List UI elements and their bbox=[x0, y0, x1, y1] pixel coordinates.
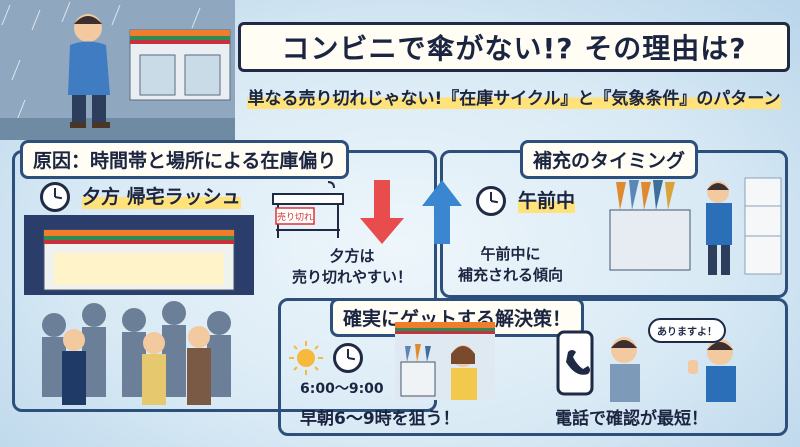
clock-icon bbox=[476, 186, 506, 216]
up-arrow-icon bbox=[422, 180, 462, 248]
title-banner: コンビニで傘がない!? その理由は? bbox=[238, 22, 790, 72]
sun-icon bbox=[288, 340, 324, 380]
sell-out-note: 夕方は 売り切れやすい！ bbox=[292, 246, 412, 288]
clock-icon bbox=[333, 343, 363, 373]
speech-bubble: ありますよ！ bbox=[648, 318, 726, 343]
rainy-man-illustration bbox=[0, 0, 235, 140]
solution-heading: 確実にゲットする解決策！ bbox=[330, 298, 585, 337]
store-umbrella-illustration bbox=[395, 322, 495, 404]
refill-note-line2: 補充される傾向 bbox=[458, 266, 564, 284]
time-range-label: 6:00～9:00 bbox=[300, 381, 384, 397]
early-morning-tip: 早朝6～9時を狙う！ bbox=[300, 409, 460, 429]
down-arrow-icon bbox=[360, 180, 404, 248]
page-title: コンビニで傘がない!? その理由は? bbox=[281, 32, 747, 65]
sell-out-note-line2: 売り切れやすい！ bbox=[292, 268, 413, 286]
cause-heading: 原因：時間帯と場所による在庫偏り bbox=[20, 140, 350, 179]
sold-out-sign: 売り切れ bbox=[277, 211, 313, 223]
crowded-store-illustration bbox=[24, 215, 254, 409]
clerk-refilling-umbrellas-illustration bbox=[600, 170, 785, 289]
subtitle-banner: 単なる売り切れじゃない!『在庫サイクル』と『気象条件』のパターン bbox=[238, 80, 790, 112]
morning-label: 午前中 bbox=[518, 186, 576, 213]
page-subtitle: 単なる売り切れじゃない!『在庫サイクル』と『気象条件』のパターン bbox=[247, 83, 781, 109]
phone-tip: 電話で確認が最短！ bbox=[555, 409, 708, 429]
refill-note-line1: 午前中に bbox=[480, 245, 541, 263]
sell-out-note-line1: 夕方は bbox=[329, 247, 375, 265]
empty-umbrella-stand-illustration: 売り切れ bbox=[268, 180, 348, 246]
evening-rush-label: 夕方 帰宅ラッシュ bbox=[82, 182, 241, 209]
refill-heading: 補充のタイミング bbox=[520, 140, 699, 179]
refill-note: 午前中に 補充される傾向 bbox=[458, 244, 563, 286]
phone-call-illustration bbox=[548, 330, 786, 406]
clock-icon bbox=[40, 182, 70, 212]
